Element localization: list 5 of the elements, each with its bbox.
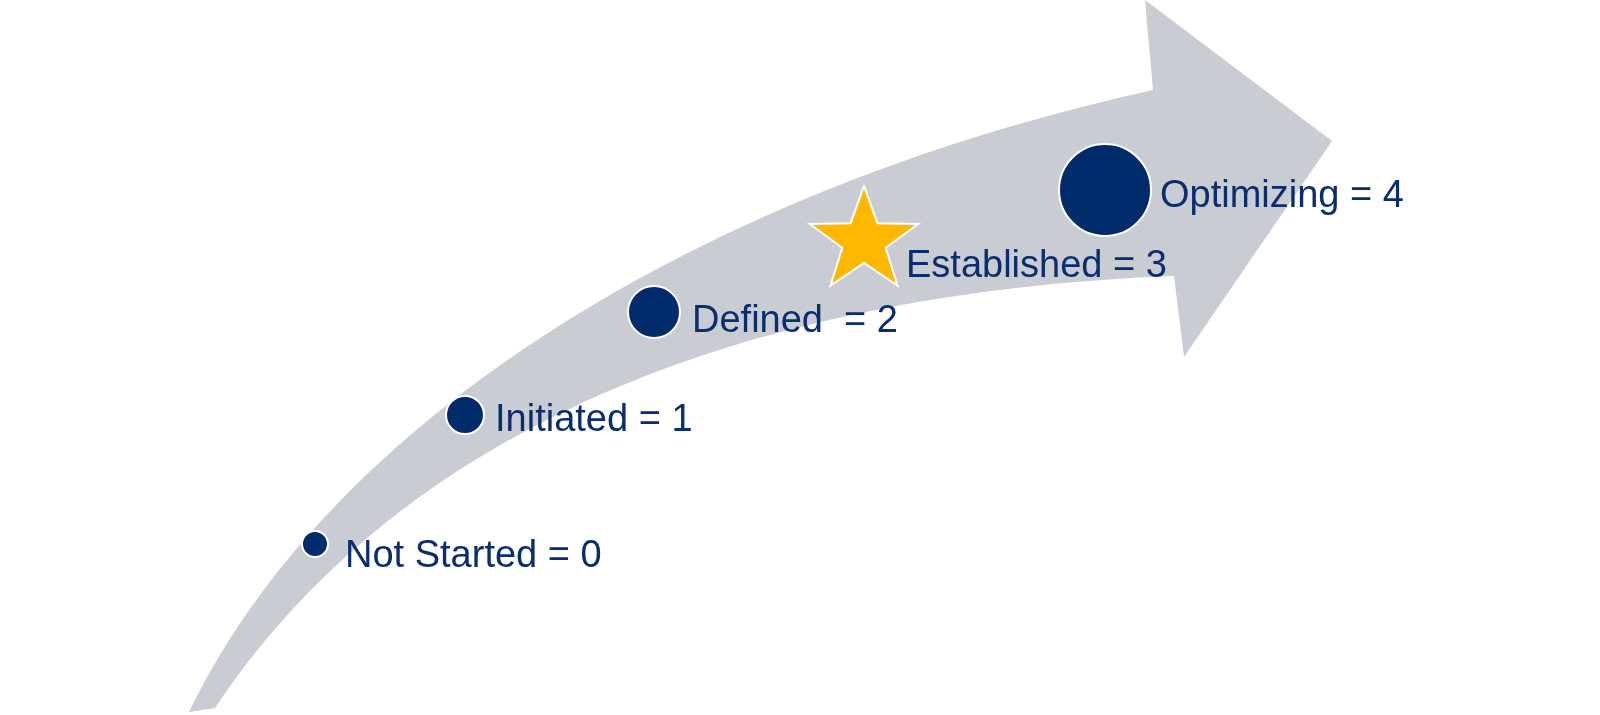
stage-label: Initiated = 1 [495, 399, 693, 437]
stage-label: Defined = 2 [692, 300, 898, 338]
stage-label: Optimizing = 4 [1160, 175, 1404, 213]
stage-label: Not Started = 0 [345, 535, 602, 573]
stage-label: Established = 3 [906, 245, 1167, 283]
